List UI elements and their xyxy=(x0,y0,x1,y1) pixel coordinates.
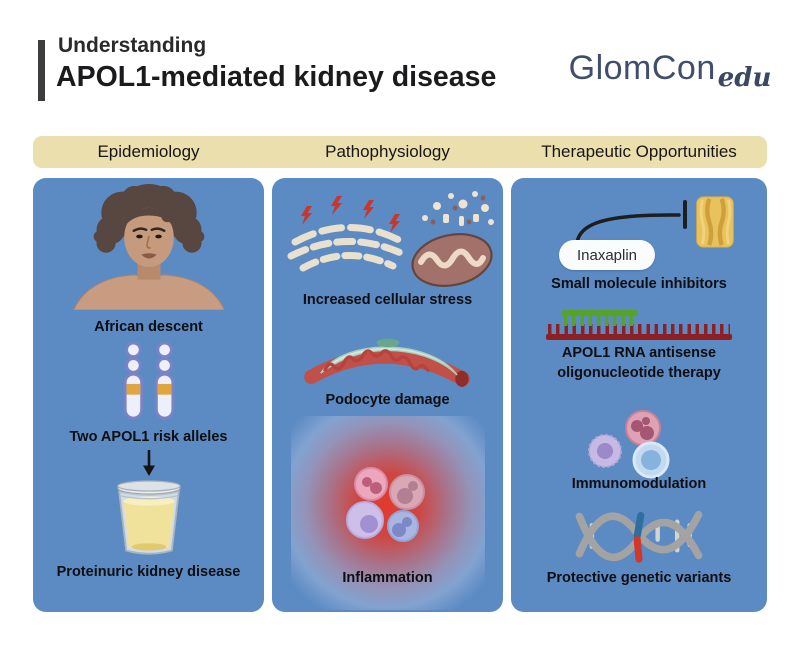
inflammation-glow: Inflammation xyxy=(290,416,485,610)
aso-sense-strand-bar xyxy=(546,334,732,340)
aso-sense-strand-teeth xyxy=(548,324,730,334)
panel-therapeutic-opportunities: Inaxaplin Small molecule inhibitors APOL… xyxy=(511,178,767,612)
column-header-epidemiology: Epidemiology xyxy=(97,142,200,161)
stress-bolts xyxy=(300,196,400,233)
woman-portrait-icon xyxy=(72,184,225,310)
dna-helix-icon xyxy=(575,510,703,563)
inflammation-immune-cells-icon xyxy=(345,467,425,542)
label-inflammation: Inflammation xyxy=(342,570,433,586)
column-header-band: Epidemiology Pathophysiology Therapeutic… xyxy=(33,136,767,168)
title-accent-bar xyxy=(38,40,45,101)
podocyte-capillary-icon xyxy=(303,338,470,387)
label-small-molecule-inhibitors: Small molecule inhibitors xyxy=(551,276,727,292)
title-kicker: Understanding xyxy=(58,34,207,57)
page-title: APOL1-mediated kidney disease xyxy=(56,61,497,93)
label-african-descent: African descent xyxy=(94,319,203,335)
label-two-risk-alleles: Two APOL1 risk alleles xyxy=(69,429,228,445)
chromosome-pair-icon xyxy=(123,342,174,420)
panel-epidemiology: African descent Two APOL1 risk alleles xyxy=(33,178,264,612)
column-header-therapeutic: Therapeutic Opportunities xyxy=(541,142,737,161)
label-aso-therapy: APOL1 RNA antisense oligonucleotide ther… xyxy=(557,345,721,381)
column-header-pathophysiology: Pathophysiology xyxy=(325,142,450,161)
panel-pathophysiology: Increased cellular stress Podocyte damag… xyxy=(272,178,503,612)
urine-cup-icon xyxy=(116,480,181,555)
small-molecule-inhibitor-graphic: Inaxaplin xyxy=(511,188,767,276)
label-proteinuric-kidney-disease: Proteinuric kidney disease xyxy=(56,564,241,580)
logo-brand-text: GlomCon xyxy=(568,48,716,87)
label-podocyte-damage: Podocyte damage xyxy=(325,392,450,408)
glomcon-logo: GlomCon edu xyxy=(558,33,782,103)
inaxaplin-pill: Inaxaplin xyxy=(559,240,655,270)
down-arrow-icon xyxy=(142,450,155,476)
label-immunomodulation: Immunomodulation xyxy=(571,476,707,492)
label-increased-cellular-stress: Increased cellular stress xyxy=(302,292,473,308)
aso-strand-icon xyxy=(546,310,732,340)
immune-cell-trio-icon xyxy=(588,410,670,479)
label-protective-genetic-variants: Protective genetic variants xyxy=(546,570,732,586)
logo-edu-text: edu xyxy=(717,63,772,93)
er-stress-and-mitochondrion-icon xyxy=(287,191,494,287)
channel-protein-icon xyxy=(696,196,734,248)
aso-antisense-segment xyxy=(562,310,638,326)
